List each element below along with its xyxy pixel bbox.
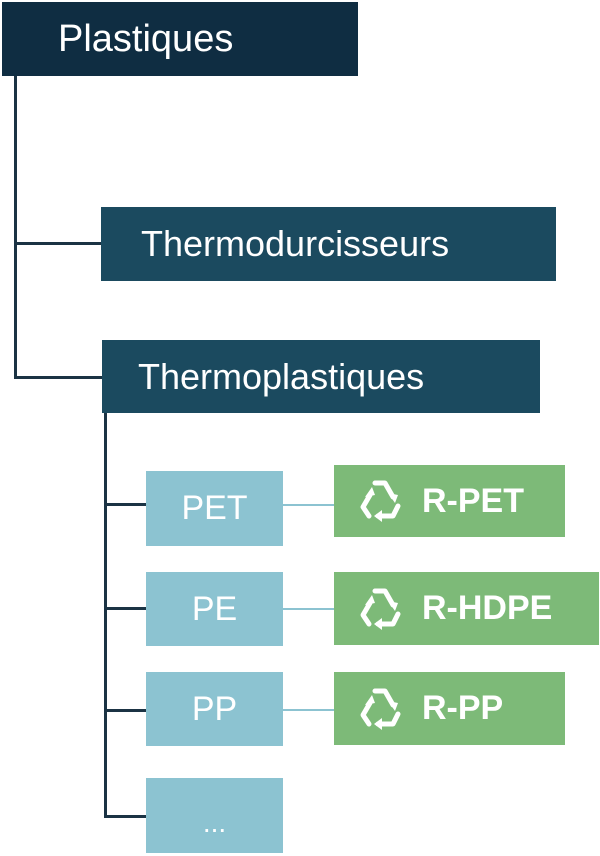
node-r-pp-label: R-PP: [422, 689, 504, 727]
branch-pp-line: [104, 709, 146, 712]
root-label: Plastiques: [58, 17, 234, 60]
node-r-pet: R-PET: [334, 465, 565, 537]
node-r-pp: R-PP: [334, 672, 565, 745]
node-thermoplastiques: Thermoplastiques: [102, 340, 540, 413]
branch-pe-line: [104, 607, 146, 610]
node-other-label: ...: [202, 807, 227, 838]
link-pe-rhdpe: [283, 608, 334, 610]
link-pp-rpp: [283, 709, 334, 711]
branch-thermodurcisseurs-line: [14, 242, 102, 245]
root-trunk-line: [14, 76, 17, 378]
node-r-pet-label: R-PET: [422, 481, 524, 520]
thermoplastiques-trunk-line: [104, 412, 107, 818]
link-pet-rpet: [283, 504, 334, 506]
node-pp-label: PP: [191, 689, 238, 728]
node-thermodurcisseurs: Thermodurcisseurs: [101, 207, 556, 281]
node-pet: PET: [146, 471, 283, 546]
node-thermoplastiques-label: Thermoplastiques: [138, 355, 425, 397]
node-r-hdpe-label: R-HDPE: [422, 589, 553, 627]
node-r-hdpe: R-HDPE: [334, 572, 599, 645]
root-node-plastiques: Plastiques: [2, 2, 358, 76]
node-pp: PP: [146, 672, 283, 746]
recycle-icon: [354, 683, 406, 735]
node-other: ...: [146, 778, 283, 853]
recycle-icon: [354, 475, 406, 527]
branch-pet-line: [104, 503, 146, 506]
node-pe-label: PE: [191, 589, 238, 628]
branch-thermoplastiques-line: [14, 376, 102, 379]
branch-other-line: [104, 815, 146, 818]
node-pet-label: PET: [181, 489, 248, 527]
recycle-icon: [354, 583, 406, 635]
node-pe: PE: [146, 572, 283, 646]
node-thermodurcisseurs-label: Thermodurcisseurs: [141, 223, 450, 264]
